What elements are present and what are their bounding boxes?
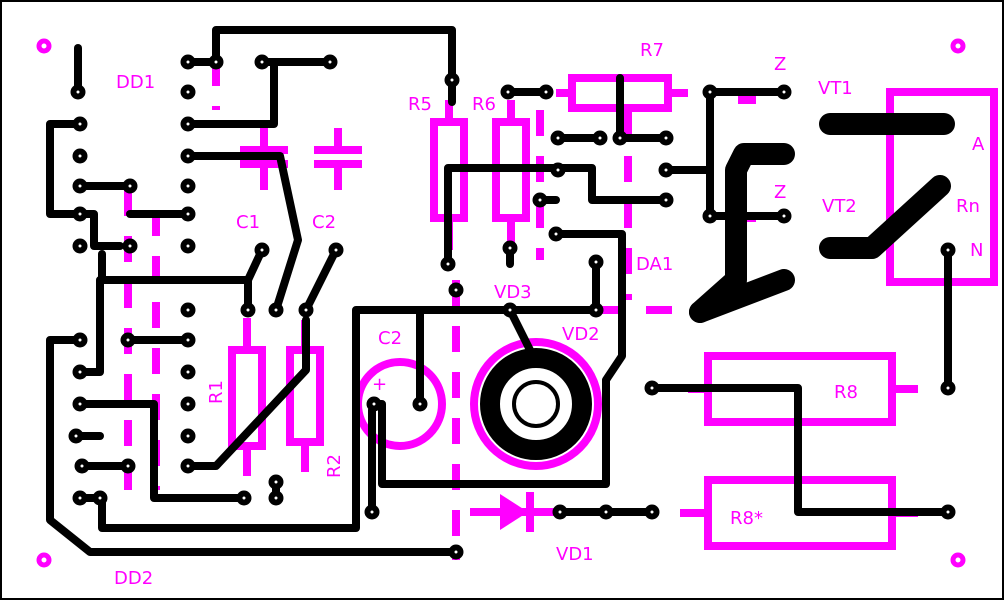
diode-vd2-outline (470, 338, 602, 470)
silkscreen-layer (124, 60, 998, 560)
terminal-block-outline (886, 88, 998, 286)
label-vt2: VT2 (822, 196, 857, 217)
diode-vd1 (470, 492, 556, 532)
label-r8: R8 (834, 382, 858, 403)
label-r7: R7 (640, 40, 664, 61)
label-r2: R2 (324, 454, 345, 478)
label-vd3: VD3 (494, 282, 532, 303)
label-z-top: Z (774, 54, 786, 75)
diode-vd2-hole (512, 380, 560, 428)
label-c2-plus: + (372, 374, 387, 395)
label-vd2: VD2 (562, 324, 600, 345)
labels-layer: DD1 DD2 C1 C2 C2 + R1 R2 R5 R6 R7 R8 R8*… (114, 40, 985, 589)
label-c1: C1 (236, 212, 260, 233)
pads-layer (68, 54, 956, 560)
resistor-r6 (492, 100, 530, 250)
label-dd1: DD1 (116, 72, 155, 93)
capacitor-c2 (314, 128, 362, 190)
label-c2-electrolytic: C2 (378, 328, 402, 349)
label-terminal-n: N (970, 240, 983, 261)
label-c2-cap: C2 (312, 212, 336, 233)
label-vd1: VD1 (556, 544, 594, 565)
label-r8-star: R8* (730, 508, 763, 529)
label-terminal-rn: Rn (956, 196, 980, 217)
label-r1: R1 (206, 380, 227, 404)
label-vt1: VT1 (818, 78, 853, 99)
label-da1: DA1 (636, 254, 673, 275)
label-r6: R6 (472, 94, 496, 115)
diode-vd2-pad-ring (480, 348, 592, 460)
label-terminal-a: A (972, 134, 985, 155)
label-dd2: DD2 (114, 568, 153, 589)
label-r5: R5 (408, 94, 432, 115)
label-z-mid: Z (774, 182, 786, 203)
resistor-r1 (228, 318, 266, 476)
mounting-holes (36, 38, 966, 568)
